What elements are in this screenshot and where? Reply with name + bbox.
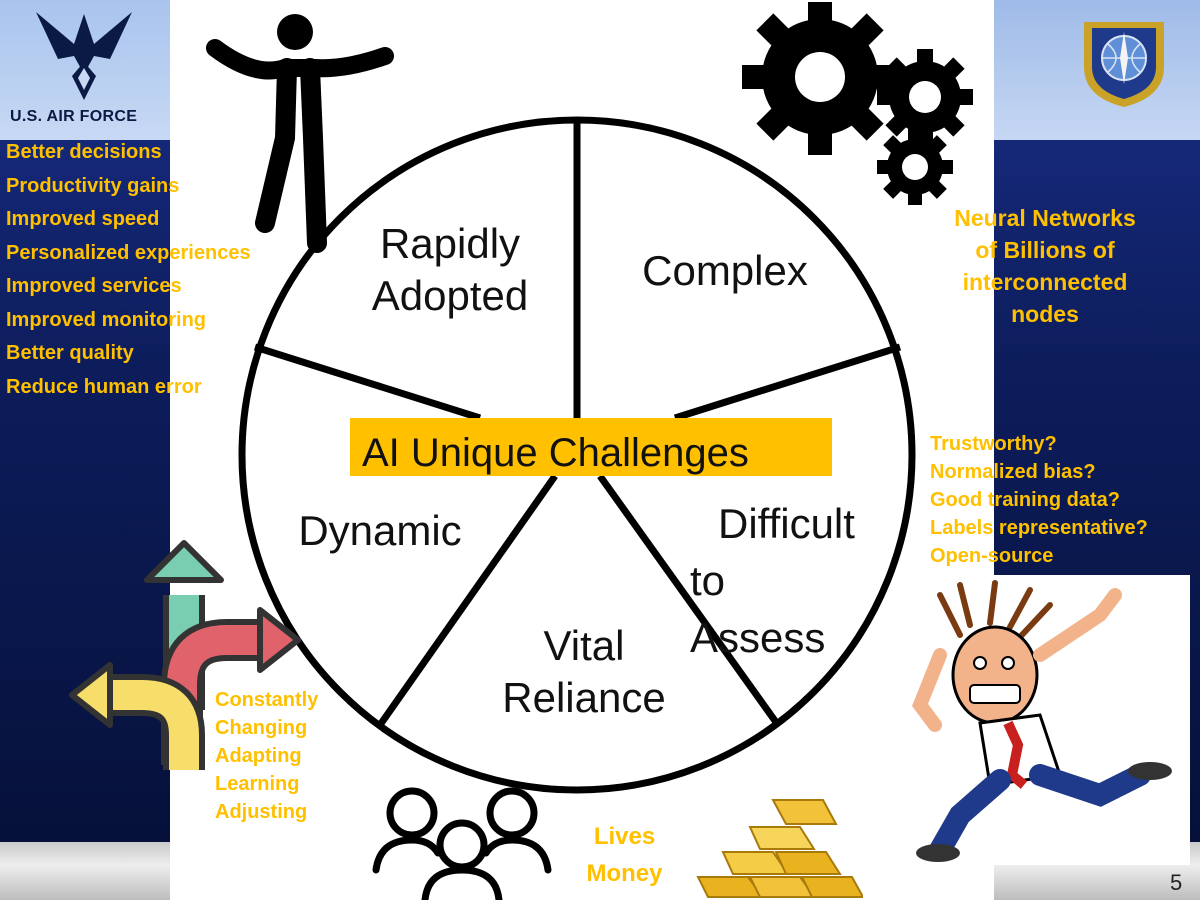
list-item: Labels representative?: [930, 517, 1148, 539]
segment-difficult-to-assess: Difficult to Assess: [690, 495, 880, 666]
list-item: Personalized experiences: [6, 241, 251, 264]
note-line: Neural Networks: [954, 205, 1136, 231]
segment-label: Assess: [690, 614, 826, 661]
page-number: 5: [1170, 870, 1183, 895]
air-force-emblem-icon: [36, 12, 132, 100]
list-item: Better decisions: [6, 141, 162, 163]
list-item: Trustworthy?: [930, 433, 1057, 455]
list-item: Improved speed: [6, 208, 160, 230]
note-line: Money: [586, 860, 663, 887]
gold-bars-icon: [696, 799, 863, 898]
center-title: AI Unique Challenges: [350, 418, 832, 476]
air-force-logo-panel: U.S. AIR FORCE: [0, 0, 170, 140]
list-item: Improved monitoring: [6, 308, 206, 331]
benefits-list: Better decisions Productivity gains Impr…: [6, 136, 251, 404]
air-force-label: U.S. AIR FORCE: [10, 108, 138, 125]
list-item: Adapting: [215, 745, 302, 767]
frustrated-person-icon: [912, 580, 1172, 862]
vital-notes: Lives Money: [577, 818, 672, 892]
segment-vital-reliance: Vital Reliance: [484, 620, 684, 724]
gears-icon: [742, 2, 973, 205]
person-figure-icon: [206, 14, 394, 253]
segment-complex: Complex: [642, 247, 808, 294]
direction-arrows-icon: [69, 540, 301, 770]
list-item: Learning: [215, 773, 300, 795]
seal-panel: [994, 0, 1200, 140]
list-item: Adjusting: [215, 801, 308, 823]
segment-label: Difficult: [718, 500, 855, 547]
questions-list: Trustworthy? Normalized bias? Good train…: [930, 430, 1148, 598]
note-line: Lives: [593, 823, 656, 850]
list-item: Reduce human error: [6, 375, 202, 398]
segment-label: to: [690, 557, 726, 604]
list-item: Constantly: [215, 689, 319, 711]
segment-label: Rapidly: [379, 220, 521, 267]
note-line: nodes: [1011, 301, 1079, 327]
list-item: Good training data?: [930, 489, 1120, 511]
list-item: Changing: [215, 717, 308, 739]
list-item: Productivity gains: [6, 174, 180, 197]
frustrated-person-illustration: [900, 575, 1190, 865]
command-seal-icon: [1084, 22, 1164, 107]
list-item: Open-source: [930, 545, 1054, 567]
people-group-icon: [372, 787, 552, 900]
neural-networks-note: Neural Networks of Billions of interconn…: [930, 202, 1160, 330]
note-line: of Billions of: [975, 237, 1115, 263]
segment-label: Vital: [543, 622, 625, 669]
list-item: Normalized bias?: [930, 461, 1096, 483]
segment-rapidly-adopted: Rapidly Adopted: [340, 218, 560, 322]
note-line: interconnected: [962, 269, 1128, 295]
list-item: Improved services: [6, 275, 182, 297]
segment-label: Adopted: [371, 272, 529, 319]
dynamic-notes-list: Constantly Changing Adapting Learning Ad…: [215, 686, 318, 826]
list-item: Better quality: [6, 342, 134, 364]
segment-dynamic: Dynamic: [298, 507, 462, 554]
segment-label: Reliance: [502, 674, 666, 721]
